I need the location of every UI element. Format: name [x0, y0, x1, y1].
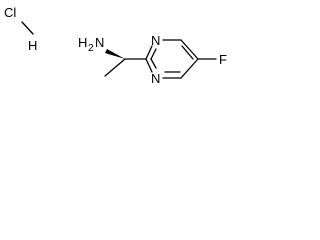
amine-group: H 2 N — [78, 35, 104, 54]
h-cl-bond — [21, 21, 34, 35]
pyrimidine-ring: N N — [145, 33, 199, 86]
salt-hydrogen-atom-label: H — [28, 38, 37, 53]
ring-bond-c2-n1-inner — [150, 48, 157, 60]
ring-bond-c6-c5 — [180, 39, 199, 60]
amine-h-subscript: 2 — [88, 43, 94, 54]
ring-nitrogen-bottom-label: N — [151, 71, 160, 86]
fluorine-atom-label: F — [219, 52, 227, 67]
ring-bond-c2-n1 — [145, 45, 153, 60]
ring-bond-c6-c5-inner — [181, 45, 194, 60]
ring-nitrogen-top-label: N — [151, 33, 160, 48]
fluorine-substituent: F — [197, 52, 227, 67]
ring-bond-c5-c4 — [180, 58, 199, 79]
hcl-salt: Cl H — [4, 5, 37, 53]
ring-bond-n3-c2 — [145, 58, 153, 73]
amine-h-label: H — [78, 35, 87, 50]
methyl-bond — [104, 58, 126, 77]
ring-bond-n3-c2-inner — [150, 58, 157, 69]
chlorine-atom-label: Cl — [4, 5, 16, 20]
chemical-structure-diagram: Cl H H 2 N N N F — [4, 5, 227, 86]
wedge-bond-to-amine — [105, 49, 125, 59]
amine-n-label: N — [95, 35, 104, 50]
